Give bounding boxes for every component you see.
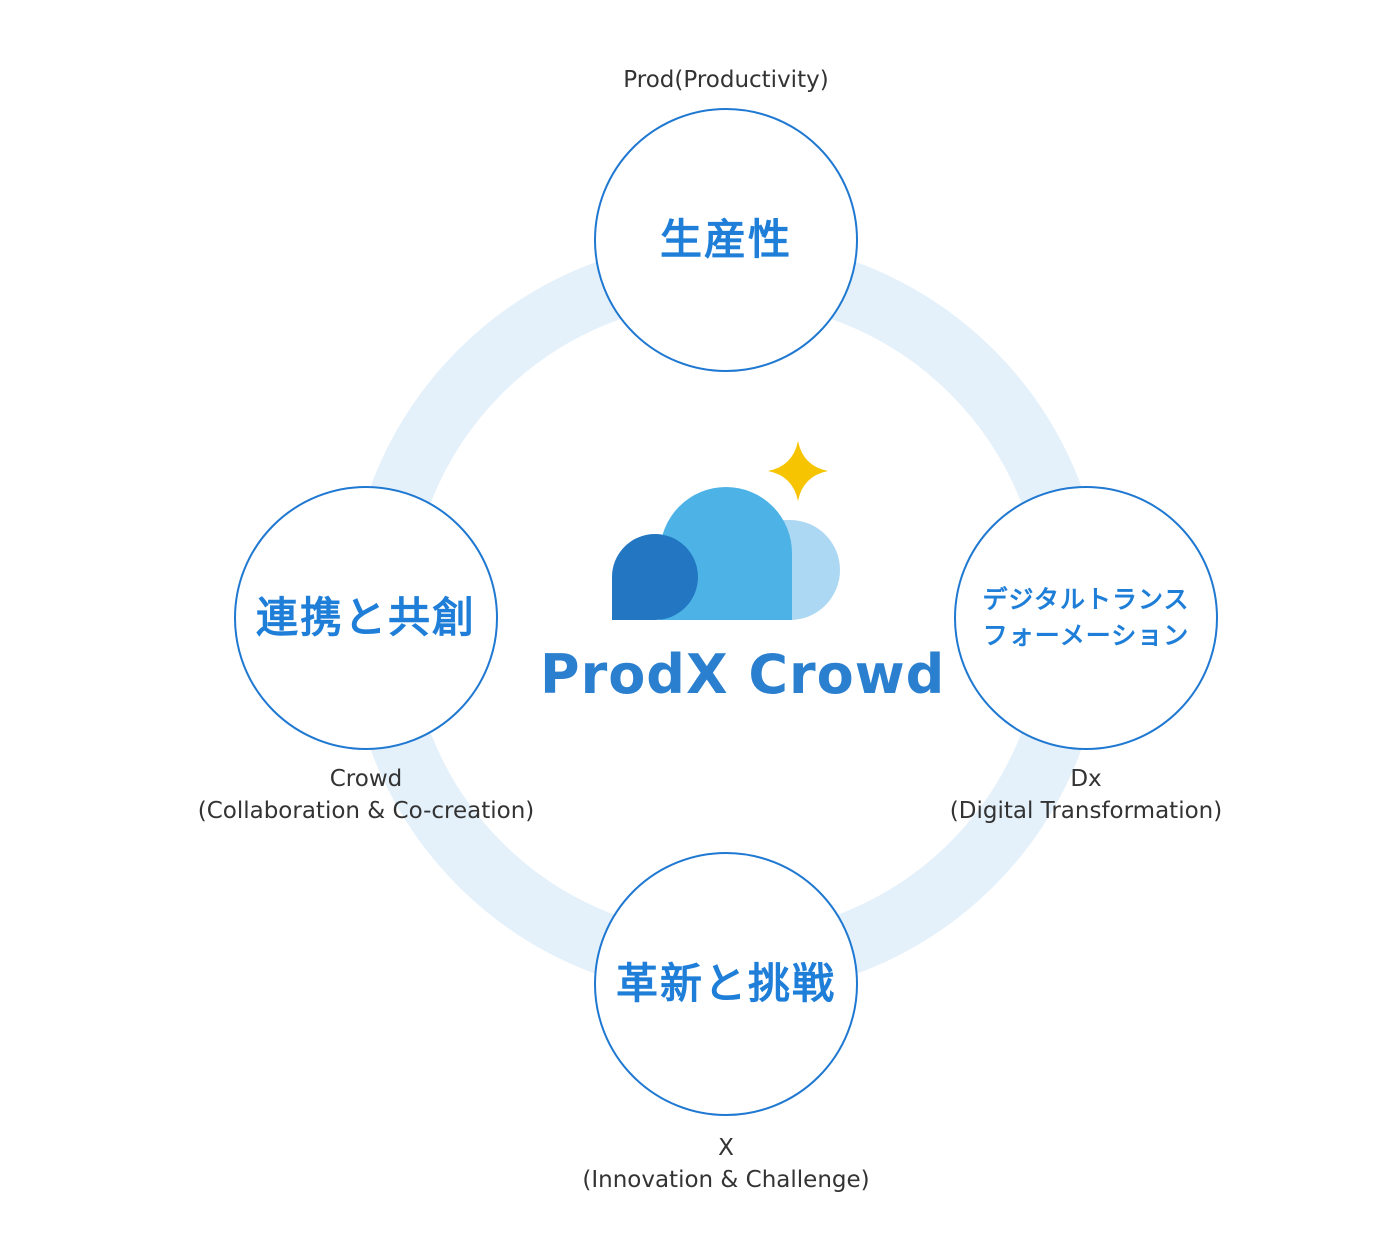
node-dx-label-line-1: デジタルトランス <box>982 584 1190 614</box>
cloud-dark-shape <box>611 534 698 620</box>
node-innovation-label: 革新と挑戦 <box>615 958 836 1008</box>
right-node-caption: Dx (Digital Transformation) <box>886 763 1286 827</box>
bottom-caption-line-2: (Innovation & Challenge) <box>582 1167 870 1193</box>
node-dx-label: デジタルトランス フォーメーション <box>982 582 1189 655</box>
left-node-caption: Crowd (Collaboration & Co-creation) <box>166 763 566 827</box>
node-dx-label-line-2: フォーメーション <box>982 621 1190 650</box>
node-productivity: 生産性 <box>594 108 858 372</box>
node-digital-transformation: デジタルトランス フォーメーション <box>954 486 1218 750</box>
node-innovation: 革新と挑戦 <box>594 852 858 1116</box>
node-collaboration: 連携と共創 <box>234 486 498 750</box>
right-caption-line-1: Dx <box>1070 766 1102 792</box>
brand-wordmark: ProdX Crowd <box>540 643 946 706</box>
top-caption-line-1: Prod(Productivity) <box>623 67 829 93</box>
sparkle-star-icon <box>768 441 828 501</box>
left-caption-line-1: Crowd <box>329 766 403 792</box>
right-caption-line-2: (Digital Transformation) <box>949 798 1223 824</box>
node-collaboration-label: 連携と共創 <box>255 592 476 642</box>
bottom-caption-line-1: X <box>718 1135 734 1161</box>
bottom-node-caption: X (Innovation & Challenge) <box>526 1132 926 1196</box>
left-caption-line-2: (Collaboration & Co-creation) <box>197 798 535 824</box>
node-productivity-label: 生産性 <box>659 214 792 264</box>
top-node-caption: Prod(Productivity) <box>526 64 926 96</box>
